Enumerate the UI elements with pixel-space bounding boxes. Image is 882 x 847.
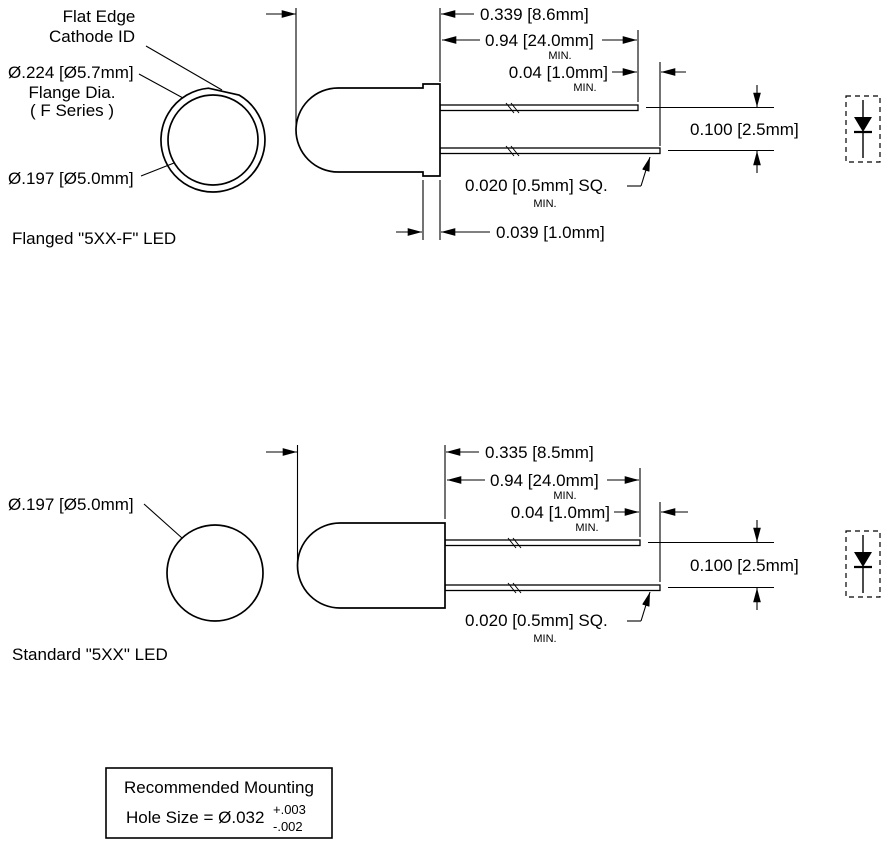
- anode-lead-break-mark: [510, 102, 520, 114]
- dim-lead-square-min-text: MIN.: [533, 198, 556, 210]
- flange-dia-label-line1: Ø.224 [Ø5.7mm]: [8, 63, 134, 82]
- standard-led-body: [296, 522, 446, 609]
- mounting-note-line2: Hole Size = Ø.032: [126, 808, 264, 827]
- dim-tip-offset-min-text: MIN.: [575, 522, 598, 534]
- led-schematic-symbol: [845, 95, 881, 163]
- dim-standard-lead-pitch: 0.100 [2.5mm]: [648, 520, 799, 610]
- dim-lead-length-text: 0.94 [24.0mm]: [490, 471, 599, 490]
- diode-triangle-icon: [854, 552, 872, 567]
- dim-lead-length-text: 0.94 [24.0mm]: [485, 31, 594, 50]
- leader-arrow: [640, 156, 651, 187]
- anode-lead-break-mark: [507, 537, 517, 549]
- flanged-caption: Flanged "5XX-F" LED: [12, 229, 176, 248]
- cathode-lead-break-mark: [505, 145, 515, 157]
- mounting-tolerance-plus: +.003: [273, 802, 306, 817]
- led-schematic-symbol: [845, 530, 881, 598]
- mounting-note-box: Recommended Mounting Hole Size = Ø.032 +…: [105, 767, 333, 839]
- dim-lead-length-min-text: MIN.: [548, 50, 571, 62]
- leader-arrow: [640, 591, 651, 622]
- dim-lead-length-min-text: MIN.: [553, 490, 576, 502]
- standard-led-section: Ø.197 [Ø5.0mm] Standard "5XX" LED 0.335 …: [8, 443, 881, 664]
- flange-dia-leader-line: [138, 73, 184, 99]
- note-border: [105, 767, 333, 839]
- dim-lead-square-min-text: MIN.: [533, 633, 556, 645]
- flange-dia-label-line2: Flange Dia.: [29, 83, 116, 102]
- flanged-led-body: [295, 83, 441, 177]
- dim-lead-pitch-text: 0.100 [2.5mm]: [690, 556, 799, 575]
- flange-dia-label-line3: ( F Series ): [30, 101, 114, 120]
- dim-standard-lead-length: 0.94 [24.0mm] MIN.: [447, 468, 641, 537]
- mounting-tolerance-minus: -.002: [273, 819, 303, 834]
- dim-flange-thickness-text: 0.039 [1.0mm]: [496, 223, 605, 242]
- lens-dia-leader-line: [140, 162, 175, 177]
- flanged-led-section: Flat Edge Cathode ID Ø.224 [Ø5.7mm] Flan…: [8, 5, 881, 248]
- dim-flanged-lead-length: 0.94 [24.0mm] MIN.: [442, 30, 639, 102]
- standard-cathode-lead: [444, 584, 661, 592]
- anode-lead-break-mark: [512, 537, 522, 549]
- dim-standard-body-length: 0.335 [8.5mm]: [266, 443, 594, 561]
- standard-anode-lead: [444, 539, 641, 547]
- dim-lead-square-text: 0.020 [0.5mm] SQ.: [465, 176, 608, 195]
- mounting-note-line1: Recommended Mounting: [124, 778, 314, 797]
- flat-edge-label-line2: Cathode ID: [49, 27, 135, 46]
- dim-flange-thickness: 0.039 [1.0mm]: [396, 180, 605, 242]
- dim-body-length-text: 0.339 [8.6mm]: [480, 5, 589, 24]
- standard-lens-dia-leader-line: [143, 503, 183, 539]
- symbol-dashed-box: [845, 95, 881, 163]
- dim-standard-tip-offset: 0.04 [1.0mm] MIN.: [511, 502, 688, 582]
- cathode-lead-break-mark: [507, 582, 517, 594]
- dim-flanged-body-length: 0.339 [8.6mm]: [266, 5, 589, 126]
- cathode-lead-break-mark: [512, 582, 522, 594]
- symbol-dashed-box: [845, 530, 881, 598]
- flat-edge-leader-line: [145, 45, 223, 91]
- flanged-lens-circle: [167, 94, 259, 186]
- cathode-lead-break-mark: [510, 145, 520, 157]
- dim-lead-pitch-text: 0.100 [2.5mm]: [690, 120, 799, 139]
- dim-tip-offset-text: 0.04 [1.0mm]: [511, 503, 610, 522]
- dim-flanged-lead-square: 0.020 [0.5mm] SQ. MIN.: [465, 156, 651, 210]
- standard-lens-circle: [166, 524, 264, 622]
- dim-lead-square-text: 0.020 [0.5mm] SQ.: [465, 611, 608, 630]
- flanged-flange-circle: [160, 87, 266, 193]
- standard-caption: Standard "5XX" LED: [12, 645, 168, 664]
- dim-tip-offset-text: 0.04 [1.0mm]: [509, 63, 608, 82]
- flanged-lens-dia-label: Ø.197 [Ø5.0mm]: [8, 169, 134, 188]
- flanged-anode-lead: [439, 104, 639, 112]
- diode-triangle-icon: [854, 117, 872, 132]
- flanged-cathode-lead: [439, 147, 661, 155]
- dim-flanged-lead-pitch: 0.100 [2.5mm]: [646, 85, 799, 173]
- dim-tip-offset-min-text: MIN.: [573, 82, 596, 94]
- dim-flanged-tip-offset: 0.04 [1.0mm] MIN.: [509, 62, 686, 146]
- anode-lead-break-mark: [505, 102, 515, 114]
- dim-body-length-text: 0.335 [8.5mm]: [485, 443, 594, 462]
- standard-lens-dia-label: Ø.197 [Ø5.0mm]: [8, 495, 134, 514]
- dim-standard-lead-square: 0.020 [0.5mm] SQ. MIN.: [465, 591, 651, 645]
- flat-edge-label-line1: Flat Edge: [63, 7, 136, 26]
